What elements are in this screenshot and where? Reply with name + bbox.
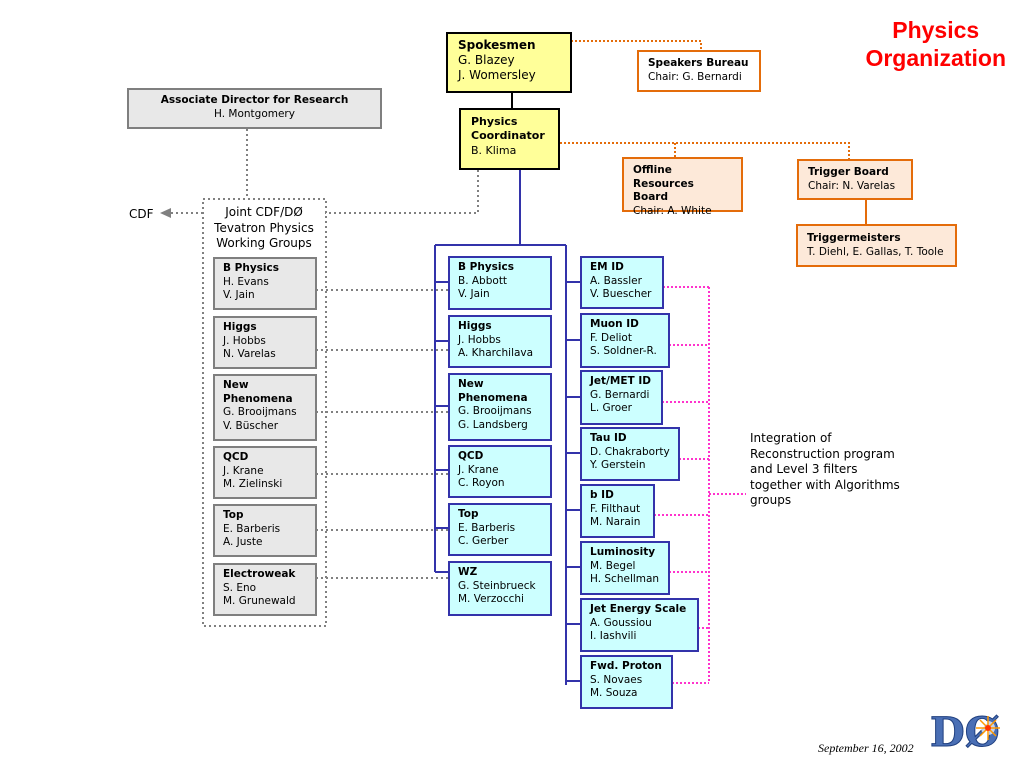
d0-logo: DØ <box>928 706 1012 757</box>
joint-groups-label: Joint CDF/DØ Tevatron Physics Working Gr… <box>214 205 314 250</box>
page-title: Physics Organization <box>865 17 1006 71</box>
physics-group-top: Top E. Barberis C. Gerber <box>448 503 552 556</box>
joint-group-b-physics: B Physics H. Evans V. Jain <box>213 257 317 310</box>
joint-group-qcd: QCD J. Krane M. Zielinski <box>213 446 317 499</box>
offline-resources-board-box: Offline Resources Board Chair: A. White <box>622 157 743 217</box>
joint-group-higgs: Higgs J. Hobbs N. Varelas <box>213 316 317 369</box>
d0-logo-icon: DØ <box>930 709 1001 757</box>
physics-group-b-physics: B Physics B. Abbott V. Jain <box>448 256 552 310</box>
physics-group-wz: WZ G. Steinbrueck M. Verzocchi <box>448 561 552 616</box>
physics-coordinator-box: Physics Coordinator B. Klima <box>459 108 560 170</box>
id-group-em-id: EM ID A. Bassler V. Buescher <box>580 256 664 309</box>
spokesmen-box: Spokesmen G. Blazey J. Womersley <box>446 32 572 93</box>
integration-note: Integration of Reconstruction program an… <box>750 431 900 507</box>
id-group-tau-id: Tau ID D. Chakraborty Y. Gerstein <box>580 427 680 481</box>
physics-group-higgs: Higgs J. Hobbs A. Kharchilava <box>448 315 552 368</box>
id-group-jet-energy-scale: Jet Energy Scale A. Goussiou I. Iashvili <box>580 598 699 652</box>
speakers-bureau-box: Speakers Bureau Chair: G. Bernardi <box>637 50 761 92</box>
id-group-muon-id: Muon ID F. Deliot S. Soldner-R. <box>580 313 670 368</box>
id-group-b-id: b ID F. Filthaut M. Narain <box>580 484 655 538</box>
triggermeisters-box: Triggermeisters T. Diehl, E. Gallas, T. … <box>796 224 957 267</box>
id-group-fwd-proton: Fwd. Proton S. Novaes M. Souza <box>580 655 673 709</box>
id-group-jet-met-id: Jet/MET ID G. Bernardi L. Groer <box>580 370 663 425</box>
joint-group-top: Top E. Barberis A. Juste <box>213 504 317 557</box>
id-group-luminosity: Luminosity M. Begel H. Schellman <box>580 541 670 595</box>
slide-date: September 16, 2002 <box>818 741 914 755</box>
trigger-board-box: Trigger Board Chair: N. Varelas <box>797 159 913 200</box>
cdf-label: CDF <box>129 207 154 221</box>
physics-group-new-phenomena: New Phenomena G. Brooijmans G. Landsberg <box>448 373 552 441</box>
joint-group-new-phenomena: New Phenomena G. Brooijmans V. Büscher <box>213 374 317 441</box>
joint-group-electroweak: Electroweak S. Eno M. Grunewald <box>213 563 317 616</box>
associate-director-box: Associate Director for Research H. Montg… <box>127 88 382 129</box>
physics-group-qcd: QCD J. Krane C. Royon <box>448 445 552 498</box>
